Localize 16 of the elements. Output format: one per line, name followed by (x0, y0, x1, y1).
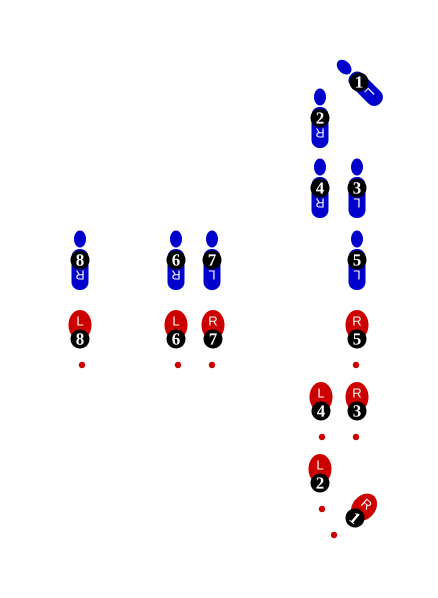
footprint: R 7 (202, 310, 224, 348)
footprint: R 2 (310, 88, 330, 148)
footprint: R 5 (346, 310, 368, 348)
footprint: R 1 (346, 494, 378, 528)
footprint: L 6 (164, 310, 188, 348)
footprint: L 4 (310, 382, 332, 420)
footprint: L 8 (68, 310, 92, 348)
footprint: L 7 (202, 230, 222, 290)
footprint: L 5 (348, 230, 366, 290)
footprint: L 2 (308, 454, 332, 492)
footprint: R 6 (166, 230, 186, 290)
footprint: L 1 (336, 60, 383, 106)
footprint: R 4 (310, 158, 330, 218)
footprint: L 3 (348, 158, 366, 218)
footprint: R 3 (346, 382, 368, 420)
footprint: R 8 (70, 230, 90, 290)
